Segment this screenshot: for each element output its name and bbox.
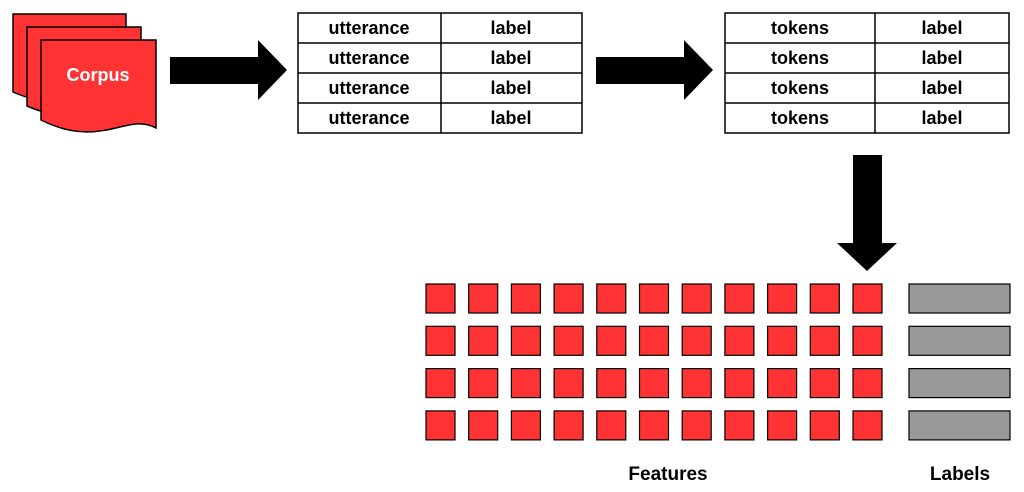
table-cell-tokens: tokens bbox=[771, 78, 829, 98]
arrow-right-icon bbox=[170, 40, 287, 100]
table-cell-label: label bbox=[921, 48, 962, 68]
feature-cell bbox=[852, 410, 883, 441]
table-cell-label: label bbox=[490, 78, 531, 98]
table-cell-label: label bbox=[490, 108, 531, 128]
table-cell-label: label bbox=[921, 108, 962, 128]
feature-cell bbox=[510, 368, 541, 399]
feature-cell bbox=[425, 368, 456, 399]
feature-cell bbox=[681, 368, 712, 399]
corpus-icon: Corpus bbox=[12, 13, 157, 133]
feature-cell bbox=[766, 283, 798, 314]
table-cell-label: label bbox=[490, 18, 531, 38]
table-cell-label: label bbox=[921, 18, 962, 38]
feature-cell bbox=[638, 283, 670, 314]
labels-caption: Labels bbox=[930, 464, 990, 485]
feature-cell bbox=[681, 325, 712, 356]
tokens-label-table: tokens label tokens label tokens label t… bbox=[724, 12, 1010, 134]
feature-cell bbox=[724, 368, 755, 399]
utterance-label-table: utterance label utterance label utteranc… bbox=[297, 12, 583, 134]
table-cell-utterance: utterance bbox=[328, 48, 409, 68]
feature-cell bbox=[468, 283, 499, 314]
feature-cell bbox=[809, 283, 840, 314]
feature-cell bbox=[596, 325, 627, 356]
arrow-down-icon bbox=[837, 155, 897, 271]
feature-cell bbox=[425, 325, 456, 356]
feature-cell bbox=[809, 368, 840, 399]
feature-cell bbox=[553, 325, 584, 356]
feature-cell bbox=[681, 410, 712, 441]
feature-cell bbox=[596, 283, 627, 314]
table-cell-tokens: tokens bbox=[771, 18, 829, 38]
features-caption: Features bbox=[628, 464, 707, 485]
corpus-label: Corpus bbox=[67, 65, 130, 85]
table-cell-utterance: utterance bbox=[328, 108, 409, 128]
feature-cell bbox=[468, 368, 499, 399]
label-column bbox=[908, 283, 1011, 441]
feature-cell bbox=[766, 325, 798, 356]
label-bar bbox=[908, 410, 1011, 441]
feature-cell bbox=[553, 368, 584, 399]
feature-cell bbox=[596, 410, 627, 441]
feature-cell bbox=[596, 368, 627, 399]
label-bar bbox=[908, 325, 1011, 356]
feature-cell bbox=[766, 368, 798, 399]
feature-cell bbox=[468, 410, 499, 441]
corpus-page-front bbox=[40, 39, 157, 133]
feature-cell bbox=[510, 283, 541, 314]
feature-cell bbox=[852, 325, 883, 356]
feature-cell bbox=[724, 283, 755, 314]
feature-cell bbox=[553, 283, 584, 314]
feature-cell bbox=[553, 410, 584, 441]
feature-cell bbox=[468, 325, 499, 356]
feature-cell bbox=[425, 283, 456, 314]
table-cell-label: label bbox=[490, 48, 531, 68]
feature-cell bbox=[638, 368, 670, 399]
feature-cell bbox=[681, 283, 712, 314]
feature-cell bbox=[638, 410, 670, 441]
feature-matrix bbox=[425, 283, 883, 441]
label-bar bbox=[908, 368, 1011, 399]
feature-cell bbox=[766, 410, 798, 441]
feature-cell bbox=[809, 410, 840, 441]
feature-cell bbox=[425, 410, 456, 441]
table-cell-tokens: tokens bbox=[771, 108, 829, 128]
feature-cell bbox=[852, 368, 883, 399]
feature-cell bbox=[724, 325, 755, 356]
feature-cell bbox=[510, 325, 541, 356]
feature-cell bbox=[809, 325, 840, 356]
table-cell-label: label bbox=[921, 78, 962, 98]
feature-cell bbox=[852, 283, 883, 314]
table-cell-utterance: utterance bbox=[328, 18, 409, 38]
feature-cell bbox=[510, 410, 541, 441]
table-cell-tokens: tokens bbox=[771, 48, 829, 68]
label-bar bbox=[908, 283, 1011, 314]
feature-cell bbox=[724, 410, 755, 441]
table-cell-utterance: utterance bbox=[328, 78, 409, 98]
feature-cell bbox=[638, 325, 670, 356]
arrow-right-icon bbox=[596, 40, 713, 100]
